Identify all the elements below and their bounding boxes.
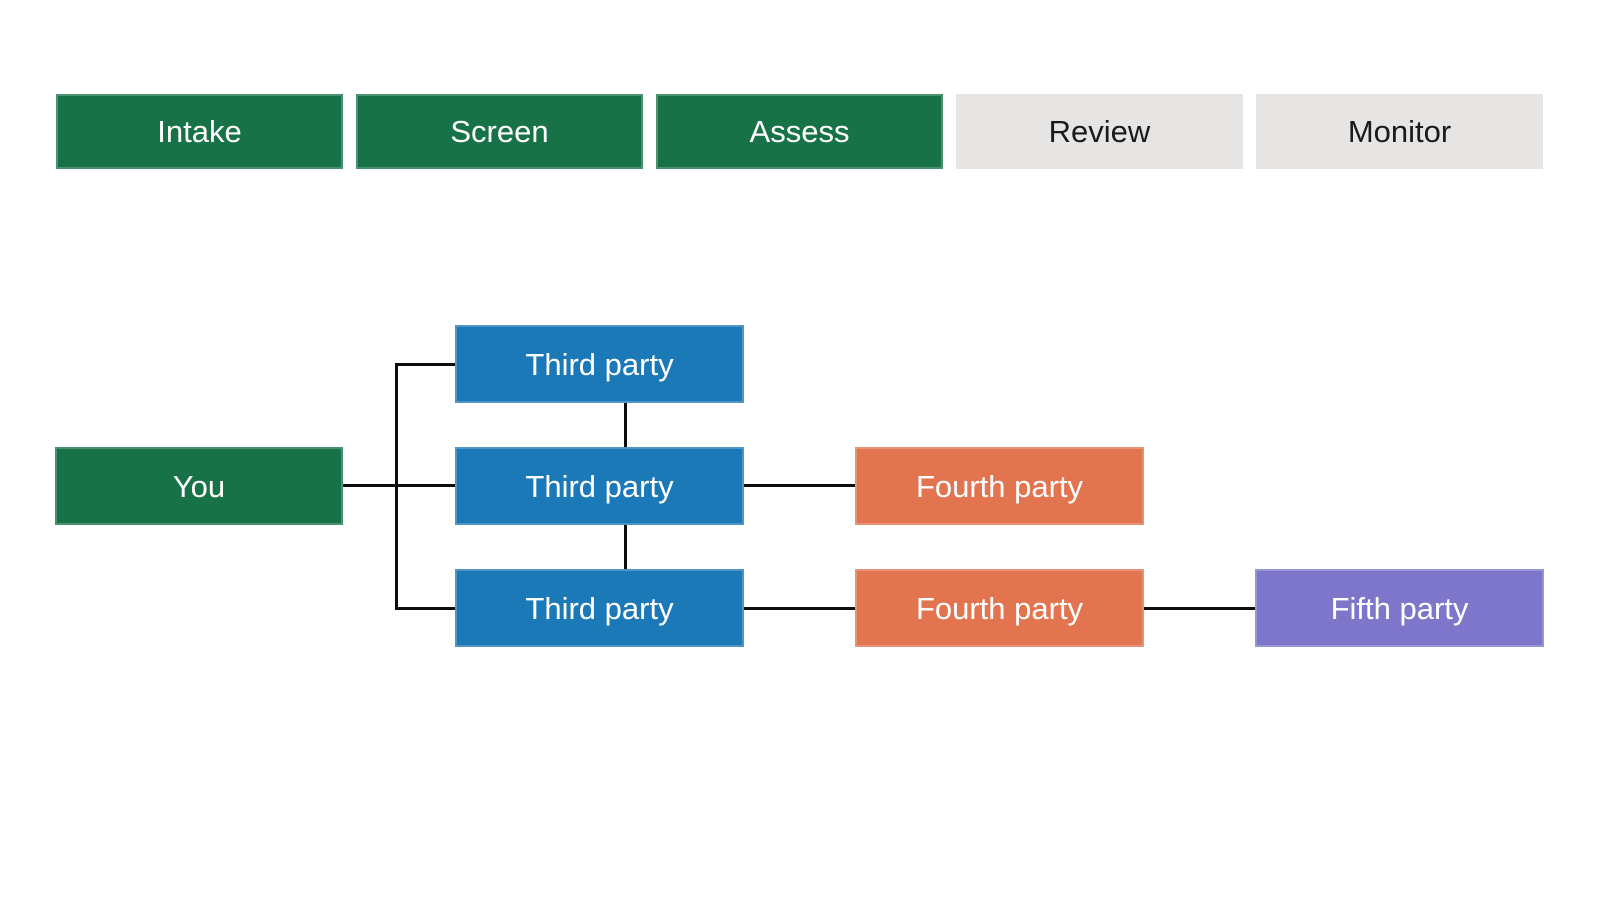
node-third-party-3: Third party <box>455 569 744 647</box>
connector-fourth-party-to-fifth-party <box>1144 607 1255 610</box>
connector-trunk-to-third-party-1 <box>395 363 455 366</box>
node-third-party-2: Third party <box>455 447 744 525</box>
node-fifth-party: Fifth party <box>1255 569 1544 647</box>
stage-screen: Screen <box>356 94 643 169</box>
stage-monitor: Monitor <box>1256 94 1543 169</box>
node-fourth-party-3: Fourth party <box>855 569 1144 647</box>
connector-third-party-3-to-fourth-party <box>744 607 855 610</box>
connector-third-party-2-to-fourth-party <box>744 484 855 487</box>
connector-third-party-1-to-2 <box>624 403 627 447</box>
stage-review: Review <box>956 94 1243 169</box>
connector-you-to-third-party-2 <box>343 484 455 487</box>
connector-third-party-2-to-3 <box>624 525 627 569</box>
stage-intake: Intake <box>56 94 343 169</box>
connector-trunk-vertical <box>395 363 398 610</box>
connector-trunk-to-third-party-3 <box>395 607 455 610</box>
node-third-party-1: Third party <box>455 325 744 403</box>
stage-assess: Assess <box>656 94 943 169</box>
node-you: You <box>55 447 343 525</box>
node-fourth-party-2: Fourth party <box>855 447 1144 525</box>
